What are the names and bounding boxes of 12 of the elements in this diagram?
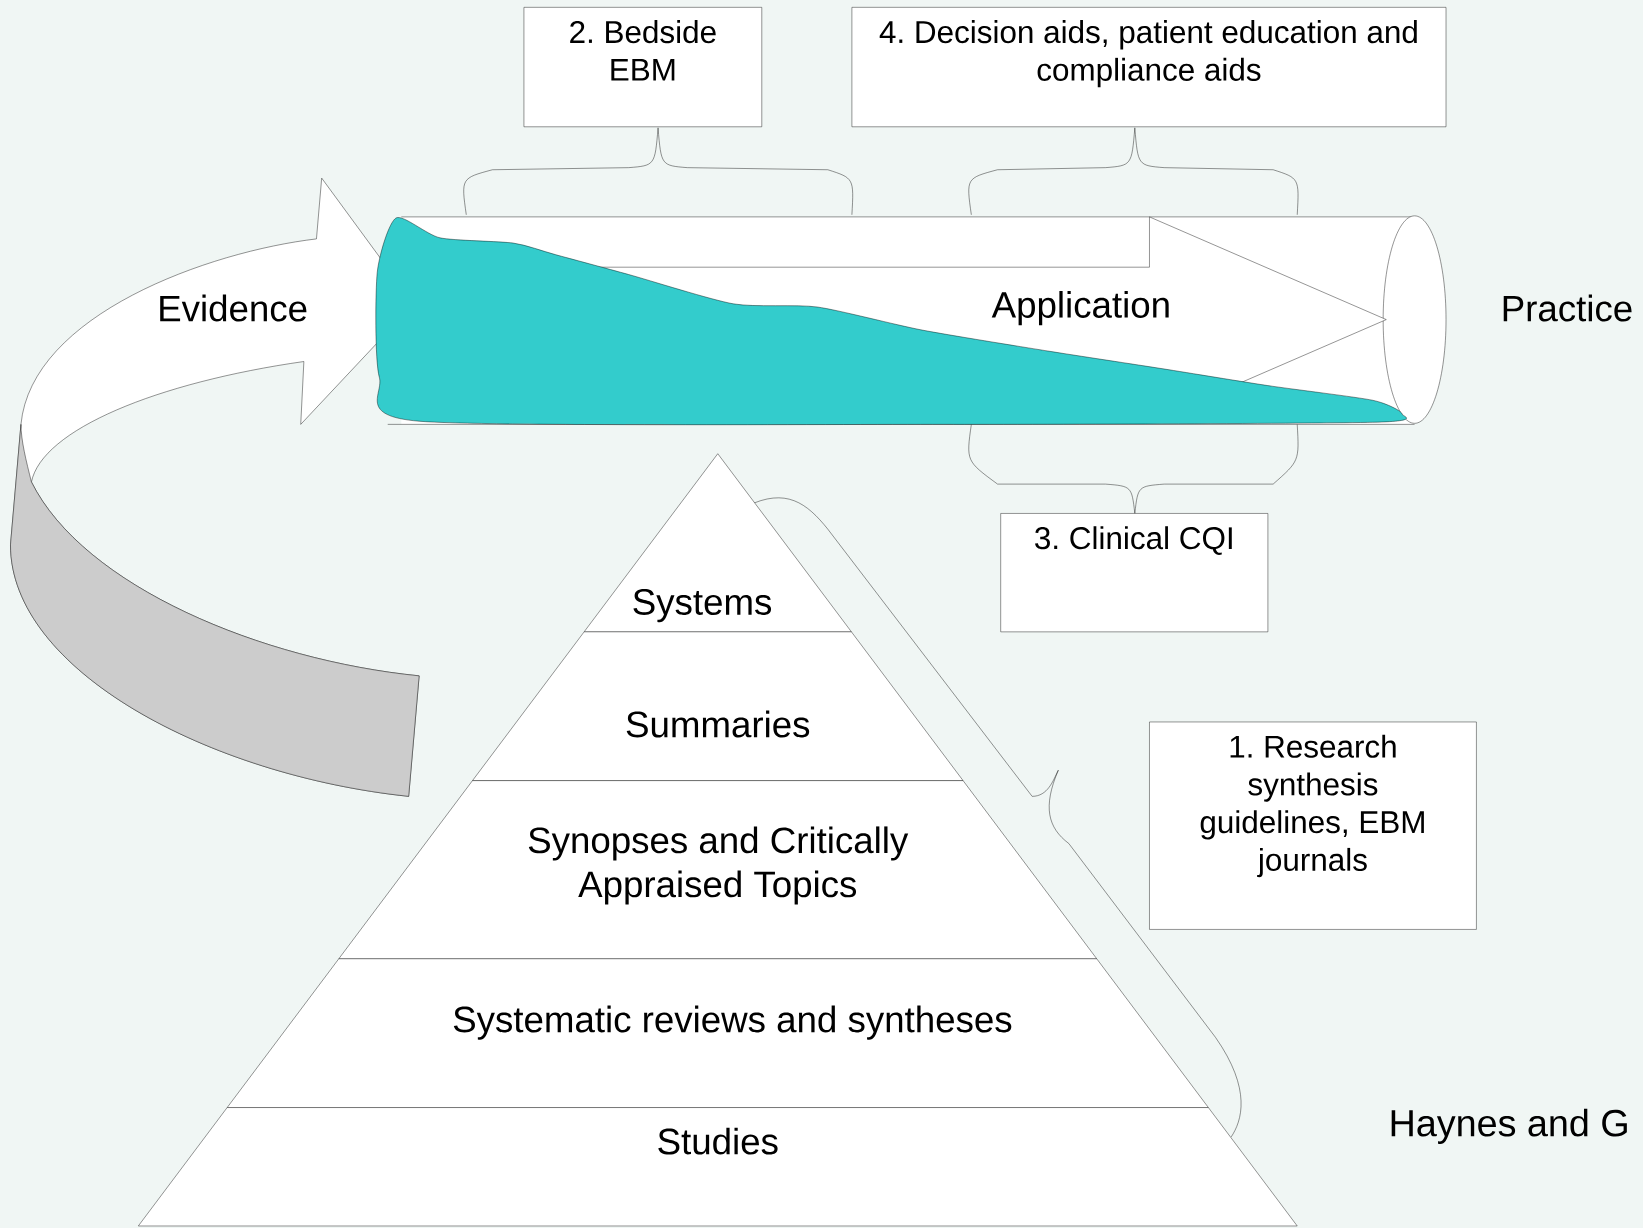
text-box: 4. Decision aids, patient education and compliance aids bbox=[851, 7, 1447, 127]
text-box: 2. Bedside EBM bbox=[523, 7, 762, 127]
pyramid-level: Studies bbox=[138, 1107, 1298, 1227]
pyramid-level: Synopses and Critically Appraised Topics bbox=[338, 780, 1097, 959]
pyramid-level: Systems bbox=[583, 453, 852, 633]
pyramid-level: Summaries bbox=[472, 631, 964, 781]
label: Haynes and G bbox=[1391, 1108, 1627, 1144]
node-label: Studies bbox=[658, 1127, 778, 1155]
text-box: 3. Clinical CQI bbox=[1000, 513, 1269, 633]
pyramid-level: Systematic reviews and syntheses bbox=[226, 958, 1209, 1108]
label: Practice bbox=[1503, 294, 1632, 322]
text-box: 1. Research synthesis guidelines, EBM journals bbox=[1149, 721, 1477, 930]
